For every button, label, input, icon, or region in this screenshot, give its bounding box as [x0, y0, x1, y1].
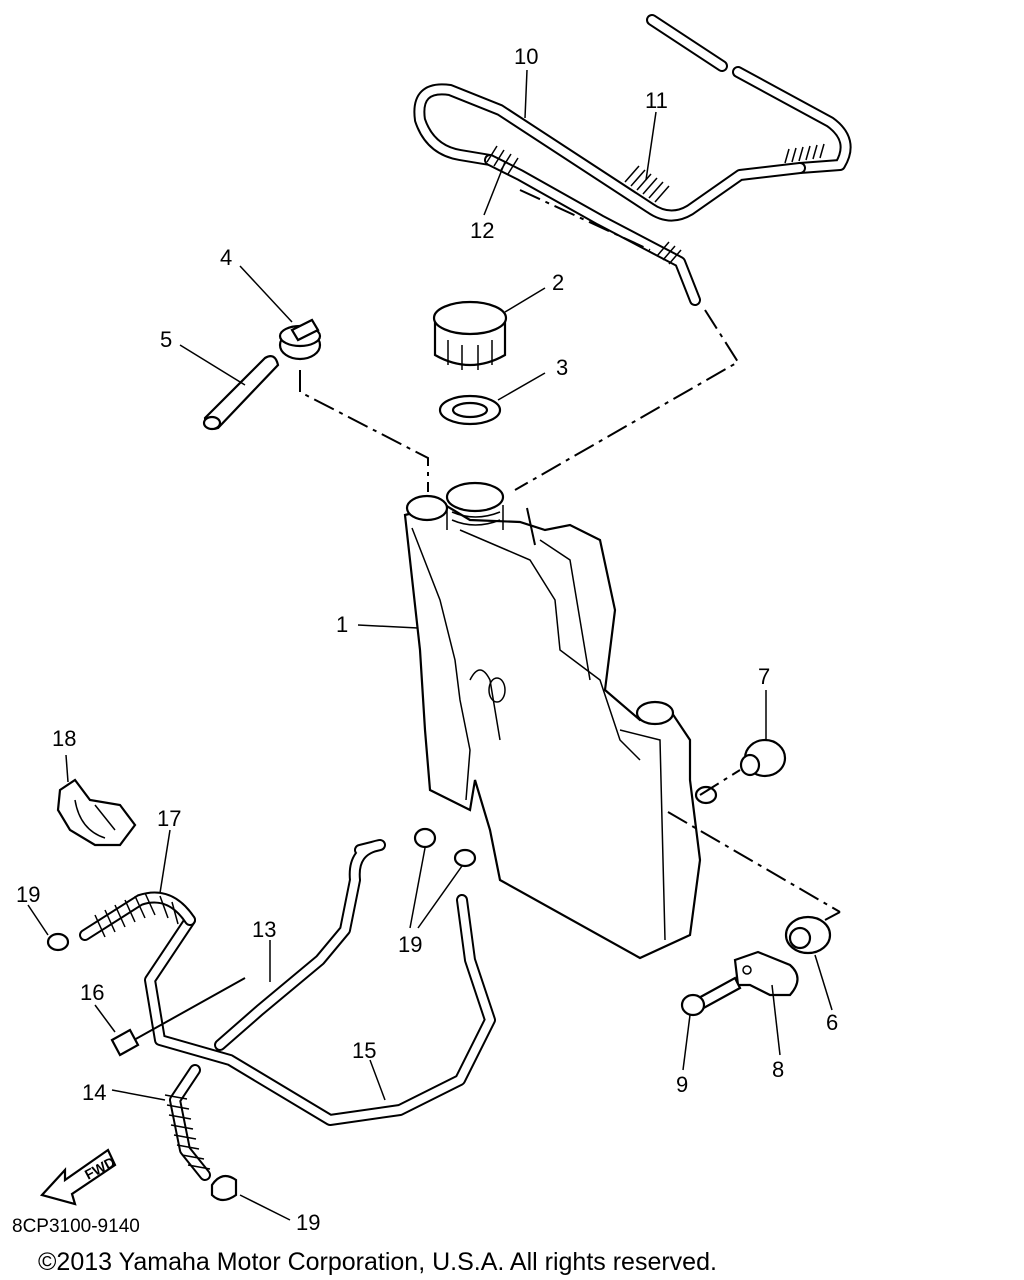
- damper: [784, 915, 832, 955]
- leader-lines: [27, 69, 833, 1221]
- callout-7: 7: [758, 664, 770, 689]
- callout-1: 1: [336, 612, 348, 637]
- callout-9: 9: [676, 1072, 688, 1097]
- filler-cap: [432, 300, 508, 370]
- callout-10: 10: [514, 44, 538, 69]
- callout-19-left: 19: [16, 882, 40, 907]
- breather-joint: [278, 318, 322, 361]
- callout-5: 5: [160, 327, 172, 352]
- callout-19-center: 19: [398, 932, 422, 957]
- callout-17: 17: [157, 806, 181, 831]
- callout-2: 2: [552, 270, 564, 295]
- breather-hose-assembly: [413, 14, 852, 306]
- breather-pipe: [202, 355, 280, 431]
- callout-13: 13: [252, 917, 276, 942]
- callout-19-bottom: 19: [296, 1210, 320, 1235]
- hose-holder: [56, 778, 137, 847]
- copyright-notice: ©2013 Yamaha Motor Corporation, U.S.A. A…: [38, 1248, 717, 1276]
- callout-15: 15: [352, 1038, 376, 1063]
- callout-4: 4: [220, 245, 232, 270]
- hose-clamps: [46, 827, 477, 1202]
- callout-18: 18: [52, 726, 76, 751]
- grommet-top: [739, 738, 787, 778]
- callout-14: 14: [82, 1080, 106, 1105]
- bracket: [733, 950, 799, 997]
- fwd-arrow-icon: FWD: [39, 1148, 118, 1206]
- callout-6: 6: [826, 1010, 838, 1035]
- cap-gasket: [438, 394, 502, 426]
- part-code: 8CP3100-9140: [12, 1216, 140, 1237]
- bolt: [680, 976, 742, 1017]
- callout-11: 11: [645, 88, 668, 113]
- callout-12: 12: [470, 218, 494, 243]
- oil-hoses: [79, 839, 496, 1181]
- oil-tank: [403, 481, 718, 960]
- callout-8: 8: [772, 1057, 784, 1082]
- callout-3: 3: [556, 355, 568, 380]
- callout-16: 16: [80, 980, 104, 1005]
